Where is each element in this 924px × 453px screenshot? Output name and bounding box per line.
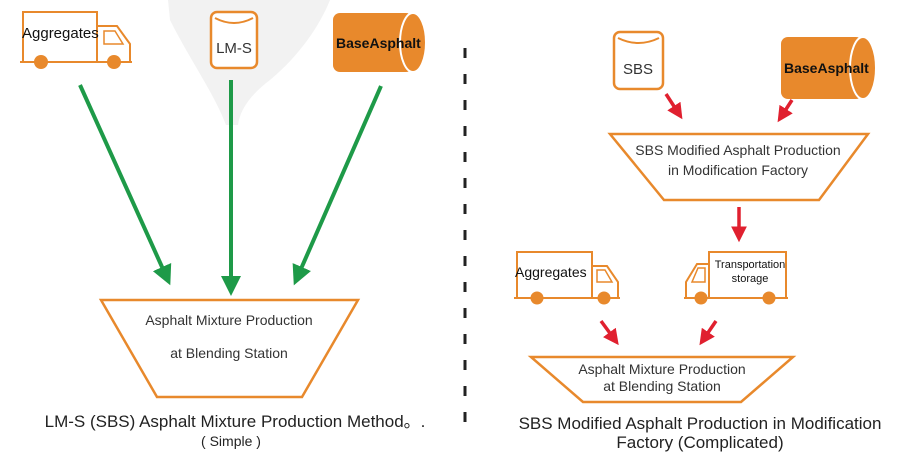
truck-icon: [20, 11, 132, 69]
arrow-baseasphalt-to-factory: [777, 99, 794, 123]
right-aggregates-label: Aggregates: [515, 264, 587, 280]
truck-icon: [684, 251, 788, 305]
bag-icon: [209, 10, 259, 70]
transport-line2: storage: [732, 273, 769, 285]
left-station-line1: Asphalt Mixture Production: [145, 312, 312, 328]
barrel-icon: [333, 12, 427, 73]
right-baseasphalt-label: BaseAsphalt: [784, 60, 869, 76]
right-station-line1: Asphalt Mixture Production: [578, 361, 745, 377]
right-caption-line2: Factory (Complicated): [616, 433, 784, 452]
right-blending-station: [527, 355, 797, 404]
truck-icon: [514, 251, 620, 305]
factory-line2: in Modification Factory: [668, 162, 808, 178]
left-caption-line2: ( Simple ): [201, 433, 261, 449]
sbs-label: SBS: [623, 61, 653, 78]
arrow-sbs-to-factory: [664, 93, 683, 120]
right-caption-line1: SBS Modified Asphalt Production in Modif…: [518, 414, 882, 433]
bag-icon: [612, 30, 665, 91]
left-caption: LM-S (SBS) Asphalt Mixture Production Me…: [0, 412, 470, 450]
transport-line1: Transportation: [715, 259, 786, 271]
arrow-baseasphalt-to-station: [292, 85, 383, 286]
left-aggregates-label: Aggregates: [22, 25, 99, 42]
barrel-icon: [781, 36, 877, 100]
left-blending-station: [98, 298, 361, 399]
left-baseasphalt-label: BaseAsphalt: [336, 35, 421, 51]
factory-line1: SBS Modified Asphalt Production: [635, 142, 840, 158]
left-station-line2: at Blending Station: [170, 345, 288, 361]
arrow-transport-to-right-station: [699, 320, 718, 346]
arrow-aggregates-to-right-station: [599, 319, 619, 346]
modification-factory: [607, 132, 871, 202]
right-caption: SBS Modified Asphalt Production in Modif…: [476, 414, 924, 452]
lms-label: LM-S: [216, 40, 252, 57]
arrow-aggregates-to-station: [78, 84, 172, 286]
left-caption-line1: LM-S (SBS) Asphalt Mixture Production Me…: [44, 412, 426, 431]
right-station-line2: at Blending Station: [603, 378, 721, 394]
